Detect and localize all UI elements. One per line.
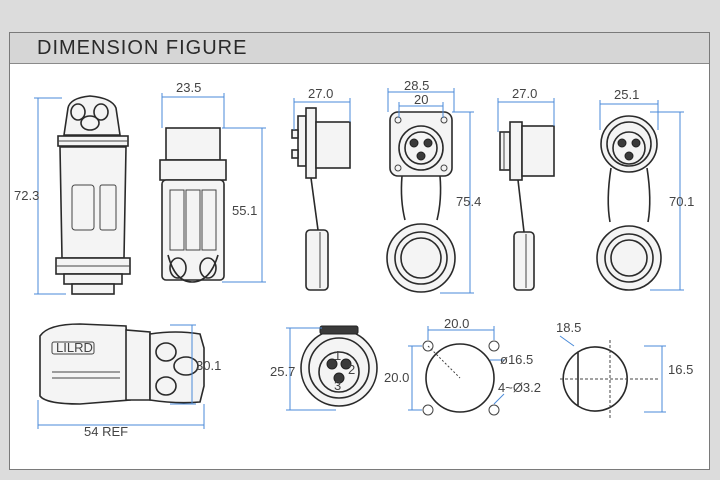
dim-72-3: 72.3 <box>14 97 66 295</box>
dim-55-1: 55.1 <box>222 127 266 283</box>
plug-face-view: 1 2 3 <box>300 325 378 407</box>
dim-27-0-a: 27.0 <box>293 86 351 130</box>
receptacle-side-view <box>291 107 351 291</box>
receptacle-front-view <box>386 111 456 293</box>
svg-text:4~Ø3.2: 4~Ø3.2 <box>498 380 541 395</box>
dim-16-5: 16.5 <box>644 345 693 413</box>
svg-text:25.1: 25.1 <box>614 87 639 102</box>
receptacle-rear-front-view <box>596 115 662 291</box>
dim-28-5: 28.5 <box>387 78 455 112</box>
section-title: DIMENSION FIGURE <box>37 37 248 59</box>
svg-text:ø16.5: ø16.5 <box>500 352 533 367</box>
dim-54-ref: 54 REF <box>37 400 205 439</box>
dim-70-1: 70.1 <box>650 111 694 291</box>
svg-text:20: 20 <box>414 92 428 107</box>
rear-panel-cutout <box>560 340 660 418</box>
plug-lower-side-view: LILRD <box>39 323 205 405</box>
section-header: DIMENSION FIGURE <box>10 33 709 64</box>
dim-phi-16-5: ø16.5 <box>490 352 533 367</box>
dim-20-0-v: 20.0 <box>384 345 422 411</box>
dim-18-5: 18.5 <box>556 320 581 347</box>
svg-text:18.5: 18.5 <box>556 320 581 335</box>
dim-4-phi-3-2: 4~Ø3.2 <box>493 380 541 405</box>
svg-text:54 REF: 54 REF <box>84 424 128 439</box>
dim-25-1: 25.1 <box>599 87 659 130</box>
svg-text:1: 1 <box>334 348 341 363</box>
svg-text:55.1: 55.1 <box>232 203 257 218</box>
svg-text:2: 2 <box>348 362 355 377</box>
svg-text:27.0: 27.0 <box>308 86 333 101</box>
svg-text:28.5: 28.5 <box>404 78 429 93</box>
dim-75-4: 75.4 <box>440 111 481 294</box>
svg-text:30.1: 30.1 <box>196 358 221 373</box>
svg-text:70.1: 70.1 <box>669 194 694 209</box>
svg-text:LILRD: LILRD <box>56 340 93 355</box>
plug-side-view <box>55 95 131 295</box>
front-panel-cutout <box>422 340 500 416</box>
svg-text:72.3: 72.3 <box>14 188 39 203</box>
dim-25-7: 25.7 <box>270 327 336 411</box>
svg-text:20.0: 20.0 <box>444 316 469 331</box>
dim-30-1: 30.1 <box>170 324 221 405</box>
svg-text:16.5: 16.5 <box>668 362 693 377</box>
svg-text:27.0: 27.0 <box>512 86 537 101</box>
svg-text:20.0: 20.0 <box>384 370 409 385</box>
dim-20-top: 20 <box>398 92 444 118</box>
dim-20-0-h: 20.0 <box>427 316 495 340</box>
dim-27-0-b: 27.0 <box>497 86 555 132</box>
dim-23-5: 23.5 <box>161 80 225 128</box>
svg-text:23.5: 23.5 <box>176 80 201 95</box>
svg-text:25.7: 25.7 <box>270 364 295 379</box>
plug-top-view <box>159 127 227 283</box>
svg-text:3: 3 <box>334 378 341 393</box>
svg-text:75.4: 75.4 <box>456 194 481 209</box>
receptacle-rear-side-view <box>499 121 555 291</box>
